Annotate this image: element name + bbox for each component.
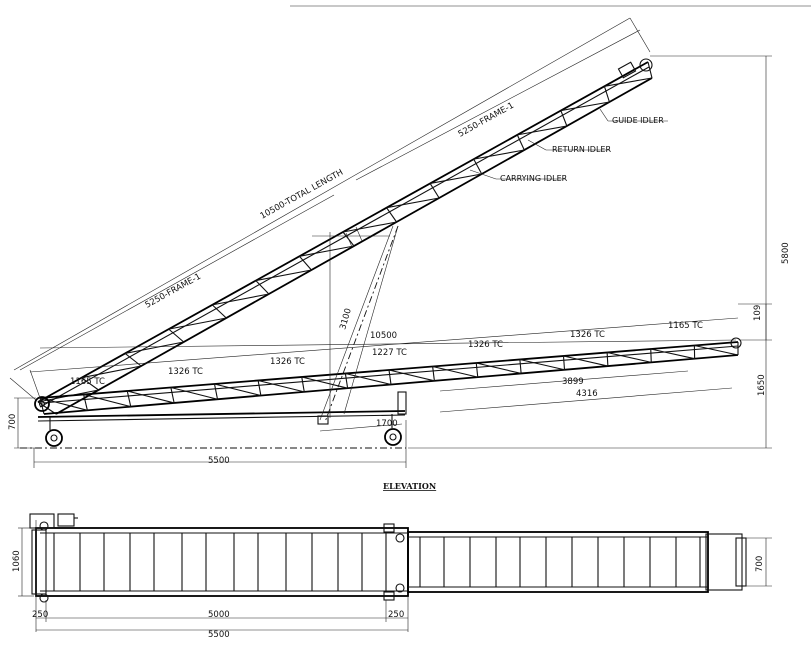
dim-tc-1326-b: 1326 TC [270, 357, 305, 367]
label-carrying-idler: CARRYING IDLER [500, 174, 568, 183]
head-pulley-upper [639, 58, 653, 72]
truss-member [301, 376, 348, 389]
truss-member [429, 183, 440, 199]
truss-member [345, 372, 392, 386]
truss-member [299, 245, 355, 257]
truss-member [126, 390, 132, 407]
dim-250-left: 250 [32, 610, 48, 620]
truss-member [257, 380, 262, 396]
truss-member [214, 383, 262, 397]
truss-member [560, 110, 568, 127]
truss-member [388, 369, 392, 385]
dim-tc-1165-a: 1165 TC [70, 377, 105, 387]
dim-tc-1326-d: 1326 TC [570, 330, 605, 340]
truss-member [301, 376, 305, 392]
dim-5500-elev: 5500 [208, 456, 230, 466]
truss-member [170, 386, 218, 400]
truss-member [81, 365, 142, 379]
dim-tc-1165-b: 1165 TC [668, 321, 703, 331]
lower-conveyor [39, 337, 742, 415]
tail-pulley [34, 396, 50, 412]
truss-member [519, 358, 565, 371]
truss-member [519, 359, 522, 374]
truss-member [475, 362, 479, 378]
dim-height-max: 5800 [781, 242, 791, 264]
truss-member [255, 269, 312, 282]
truss-member [473, 158, 483, 175]
dim-frame-upper: 5250-FRAME-1 [457, 101, 516, 140]
truss-member [170, 387, 175, 404]
truss-member [650, 348, 652, 363]
dim-head-small: 109 [753, 305, 763, 321]
truss-member [432, 365, 478, 378]
truss-member [603, 86, 610, 103]
truss-member [560, 101, 610, 112]
truss-member [432, 366, 435, 381]
truss-member [563, 355, 608, 367]
truss-member [517, 125, 567, 136]
dim-5000: 5000 [208, 610, 230, 620]
dim-1060: 1060 [12, 550, 22, 572]
truss-member [211, 304, 227, 319]
plan-view [18, 513, 772, 632]
truss-member [168, 328, 185, 343]
elevation-dimensions [9, 17, 772, 468]
wheel-right [384, 428, 402, 446]
dim-700-right: 700 [755, 556, 765, 572]
truss-member [604, 77, 653, 87]
truss-member [650, 348, 695, 360]
dim-4316: 4316 [576, 389, 598, 399]
head-pulley-lower [730, 337, 742, 349]
truss-member [606, 352, 609, 367]
truss-member [168, 317, 227, 330]
truss-member [342, 221, 397, 233]
chassis [37, 391, 407, 447]
truss-member [299, 255, 312, 271]
truss-member [386, 197, 440, 209]
label-return-idler: RETURN IDLER [552, 145, 611, 154]
dim-strut: 3100 [338, 307, 354, 331]
support-strut [324, 225, 399, 423]
truss-member [386, 207, 398, 223]
truss-member [476, 362, 522, 374]
truss-member [81, 377, 99, 391]
truss-member [213, 383, 219, 400]
dim-flat-length: 10500 [370, 331, 397, 341]
label-guide-idler: GUIDE IDLER [612, 116, 664, 125]
truss-member [388, 369, 435, 382]
truss-member [430, 173, 482, 184]
truss-member [694, 344, 739, 356]
truss-member [562, 355, 566, 370]
truss-member [127, 390, 175, 404]
dim-250-right: 250 [388, 610, 404, 620]
dim-tc-1227: 1227 TC [372, 348, 407, 358]
truss-member [516, 134, 525, 151]
truss-member [125, 341, 184, 354]
dim-3899: 3899 [562, 377, 584, 387]
dim-5500-plan: 5500 [208, 630, 230, 640]
dim-height-low: 1650 [757, 374, 767, 396]
dim-1700: 1700 [376, 419, 398, 429]
dim-tc-1326-a: 1326 TC [168, 367, 203, 377]
wheel-left [45, 429, 63, 447]
truss-member [607, 351, 652, 363]
truss-member [257, 379, 305, 393]
truss-member [255, 280, 270, 295]
view-title: ELEVATION [383, 481, 436, 491]
dim-tc-1326-c: 1326 TC [468, 340, 503, 350]
dim-700-left: 700 [8, 414, 18, 430]
dim-total-length: 10500-TOTAL LENGTH [259, 168, 345, 222]
truss-member [473, 149, 525, 160]
truss-member [83, 393, 131, 408]
idler-leaders [469, 108, 668, 180]
truss-member [344, 373, 349, 389]
truss-member [212, 293, 269, 306]
truss-member [83, 394, 88, 411]
